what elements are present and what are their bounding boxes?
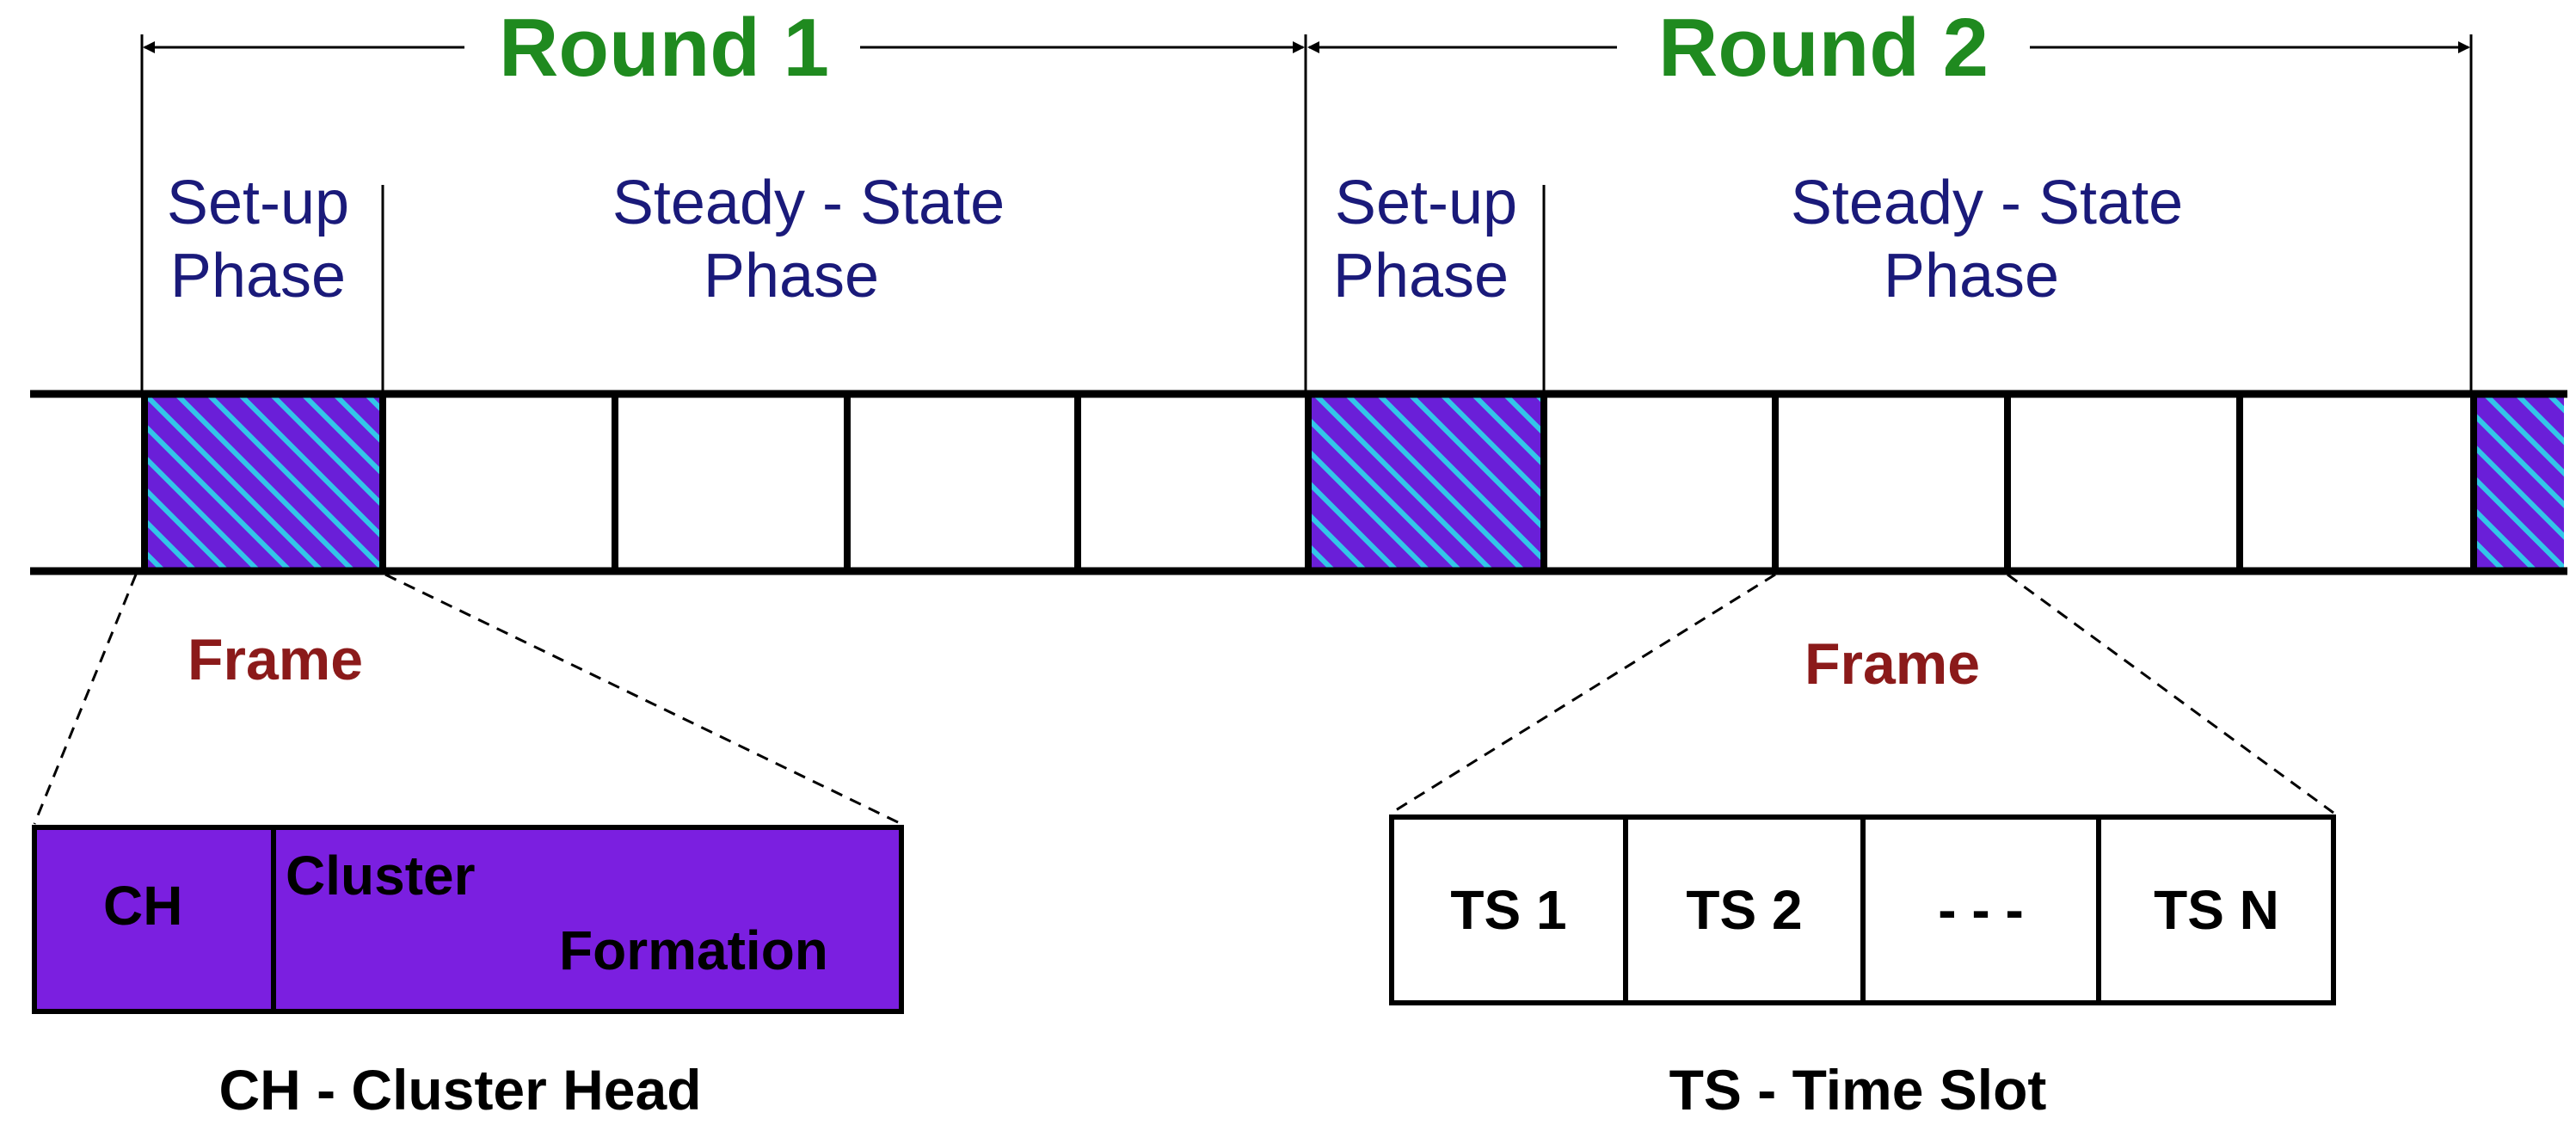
- phase-separators: [140, 34, 2473, 391]
- setup-detail-fill: [32, 825, 904, 1014]
- steady-label-line1: Steady - State: [612, 169, 1005, 237]
- round-1-label: Round 1: [499, 2, 829, 94]
- setup-slot-round1: [144, 396, 383, 569]
- cluster-cell-label: Cluster: [286, 845, 476, 907]
- ch-legend: CH - Cluster Head: [218, 1058, 701, 1122]
- setup-detail-box: CH Cluster Formation: [32, 825, 904, 1014]
- setup-slot-round2: [1308, 396, 1544, 569]
- frame-label-left: Frame: [188, 627, 363, 692]
- zoom-line-right-a: [1391, 573, 1776, 814]
- ts2-cell-label: TS 2: [1686, 879, 1802, 941]
- steady-label-line2: Phase: [704, 242, 879, 310]
- ellipsis-cell-label: - - -: [1938, 879, 2024, 941]
- formation-cell-label: Formation: [559, 919, 828, 981]
- round-2-span: Round 2: [1307, 2, 2470, 94]
- zoom-lines: [33, 573, 2334, 826]
- zoom-line-right-b: [2007, 573, 2334, 814]
- ts1-cell-label: TS 1: [1450, 879, 1566, 941]
- frame-label-right: Frame: [1804, 631, 1980, 697]
- zoom-line-left-b: [384, 573, 902, 826]
- round-2-setup-label: Set-up Phase: [1333, 169, 1517, 310]
- steady-label-line1: Steady - State: [1791, 169, 2183, 237]
- ts-legend: TS - Time Slot: [1669, 1058, 2047, 1122]
- steady-label-line2: Phase: [1884, 242, 2059, 310]
- setup-label-line2: Phase: [170, 242, 346, 310]
- round-2-label: Round 2: [1658, 2, 1989, 94]
- setup-label-line1: Set-up: [167, 169, 349, 237]
- setup-slot-round3: [2474, 396, 2564, 569]
- round-1-span: Round 1: [143, 2, 1305, 94]
- round-1-steady-label: Steady - State Phase: [612, 169, 1005, 310]
- zoom-line-left-a: [33, 574, 138, 825]
- timeline-strip: [30, 390, 2567, 575]
- setup-label-line1: Set-up: [1335, 169, 1517, 237]
- ch-cell-label: CH: [103, 875, 182, 937]
- tsn-cell-label: TS N: [2154, 879, 2279, 941]
- round-2-steady-label: Steady - State Phase: [1791, 169, 2183, 310]
- round-1-setup-label: Set-up Phase: [167, 169, 349, 310]
- setup-label-line2: Phase: [1333, 242, 1509, 310]
- timeline-slot-dividers: [141, 394, 2477, 571]
- frame-detail-box: TS 1 TS 2 - - - TS N: [1389, 814, 2336, 1005]
